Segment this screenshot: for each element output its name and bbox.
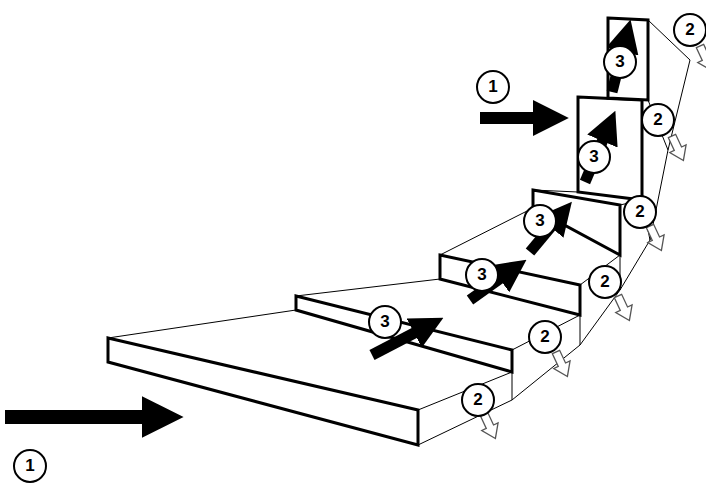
callout-number: 1 <box>13 449 47 483</box>
callout-number: 2 <box>641 103 675 137</box>
callout-number: 2 <box>588 265 622 299</box>
callout-number: 3 <box>465 258 499 292</box>
callout-number: 2 <box>461 383 495 417</box>
callout-number: 2 <box>623 195 657 229</box>
callout-number: 2 <box>673 13 706 47</box>
callout-number: 3 <box>577 140 611 174</box>
callout-number: 2 <box>528 320 562 354</box>
callout-number: 3 <box>368 305 402 339</box>
callout-number: 3 <box>603 45 637 79</box>
callout-number: 3 <box>523 204 557 238</box>
callout-number: 1 <box>476 70 510 104</box>
